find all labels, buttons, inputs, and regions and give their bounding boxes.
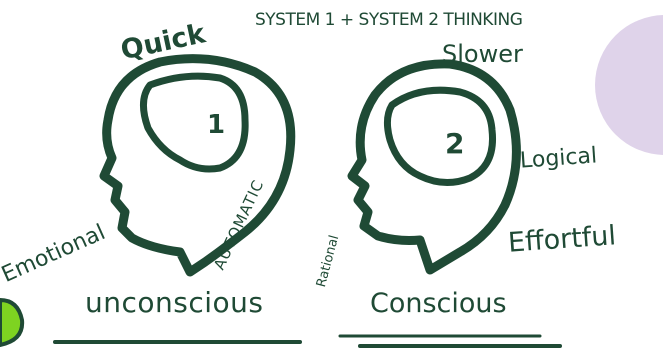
right-head-outline <box>347 59 521 275</box>
purple-blob <box>595 15 663 155</box>
left-head-outline <box>99 54 296 277</box>
right-brain <box>383 86 497 186</box>
page-title: SYSTEM 1 + SYSTEM 2 THINKING <box>255 10 523 30</box>
unconscious-label: unconscious <box>85 286 264 319</box>
left-brain <box>140 72 249 173</box>
conscious-label: Conscious <box>370 288 507 319</box>
system-1-number: 1 <box>207 110 226 140</box>
system-2-number: 2 <box>445 127 465 160</box>
slower-label: Slower <box>442 40 523 68</box>
green-blob <box>0 297 25 348</box>
